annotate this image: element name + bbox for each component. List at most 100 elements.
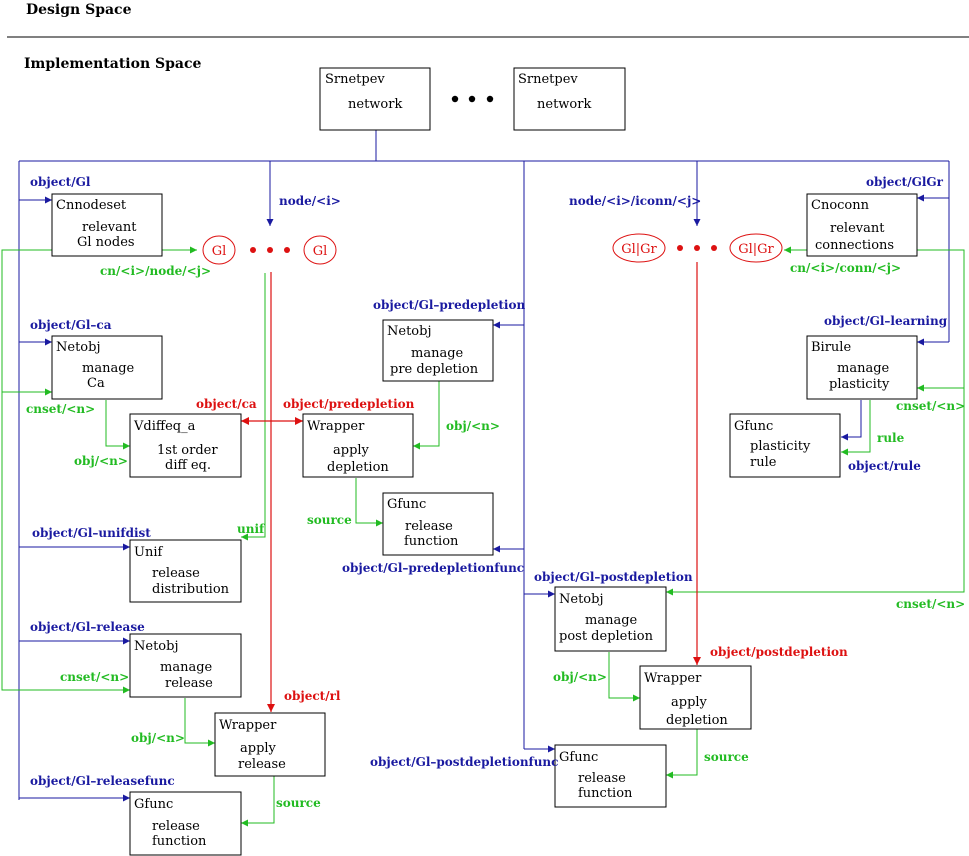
svg-text:release: release bbox=[238, 757, 286, 772]
node-gfunc-post-depletion: Gfunc release function bbox=[554, 744, 667, 808]
node-netobj-release: Netobj manage release bbox=[129, 633, 242, 698]
node-netobj-ca: Netobj manage Ca bbox=[51, 335, 163, 400]
label-cn-conn: cn/<i>/conn/<j> bbox=[790, 261, 901, 275]
label-node-iconn: node/<i>/iconn/<j> bbox=[569, 194, 701, 208]
svg-text:manage: manage bbox=[837, 361, 890, 376]
label-object-gl-unifdist: object/Gl–unifdist bbox=[32, 526, 151, 540]
label-cnset-1: cnset/<n> bbox=[26, 402, 95, 416]
glgr-ellipse-left: Gl|Gr bbox=[621, 242, 657, 257]
svg-text:rule: rule bbox=[750, 455, 777, 470]
svg-text:plasticity: plasticity bbox=[750, 439, 811, 454]
svg-text:Ca: Ca bbox=[87, 376, 105, 391]
label-object-gl-releasefunc: object/Gl–releasefunc bbox=[30, 774, 175, 788]
svg-text:Srnetpev: Srnetpev bbox=[518, 72, 578, 87]
label-unif: unif bbox=[237, 522, 265, 536]
label-object-rule: object/rule bbox=[848, 459, 921, 473]
green-connectors bbox=[1, 246, 965, 827]
label-object-glgr: object/GlGr bbox=[866, 175, 944, 189]
svg-text:Netobj: Netobj bbox=[56, 340, 100, 355]
label-object-ca: object/ca bbox=[196, 397, 257, 411]
label-object-gl-predepletion: object/Gl–predepletion bbox=[373, 298, 525, 312]
label-obj-n-3: obj/<n> bbox=[553, 670, 607, 684]
svg-text:manage: manage bbox=[585, 613, 638, 628]
blue-connectors bbox=[18, 130, 950, 802]
label-cnset-4: cnset/<n> bbox=[60, 670, 129, 684]
label-object-rl: object/rl bbox=[284, 689, 341, 703]
svg-text:1st order: 1st order bbox=[157, 443, 218, 458]
svg-text:depletion: depletion bbox=[666, 713, 728, 728]
node-srnetpev-1: Srnetpev network bbox=[319, 67, 431, 131]
label-node-i: node/<i> bbox=[279, 194, 341, 208]
svg-text:network: network bbox=[537, 97, 591, 112]
node-gfunc-plasticity-rule: Gfunc plasticity rule bbox=[729, 413, 841, 478]
node-srnetpev-2: Srnetpev network bbox=[513, 67, 626, 131]
node-unif: Unif release distribution bbox=[129, 539, 242, 603]
node-gfunc-release-1: Gfunc release function bbox=[382, 492, 494, 556]
node-wrapper-release: Wrapper apply release bbox=[214, 712, 326, 777]
svg-text:release: release bbox=[152, 566, 200, 581]
label-source-2: source bbox=[704, 750, 749, 764]
svg-text:manage: manage bbox=[160, 660, 213, 675]
glgr-connection-group: Gl|Gr Gl|Gr bbox=[612, 233, 783, 263]
svg-text:release: release bbox=[405, 519, 453, 534]
label-object-gl-release: object/Gl–release bbox=[30, 620, 145, 634]
svg-text:Gfunc: Gfunc bbox=[559, 750, 598, 765]
node-wrapper-depletion: Wrapper apply depletion bbox=[302, 413, 414, 478]
svg-text:pre depletion: pre depletion bbox=[390, 362, 479, 377]
svg-text:diff eq.: diff eq. bbox=[165, 458, 211, 473]
svg-text:release: release bbox=[152, 819, 200, 834]
svg-text:post depletion: post depletion bbox=[559, 629, 654, 644]
label-obj-n-4: obj/<n> bbox=[131, 731, 185, 745]
svg-text:Netobj: Netobj bbox=[387, 324, 431, 339]
svg-text:manage: manage bbox=[411, 346, 464, 361]
label-cn-node: cn/<i>/node/<j> bbox=[100, 264, 211, 278]
svg-text:Unif: Unif bbox=[134, 545, 163, 560]
svg-text:apply: apply bbox=[671, 695, 708, 710]
node-vdiffeq: Vdiffeq_a 1st order diff eq. bbox=[129, 413, 242, 478]
svg-text:Birule: Birule bbox=[811, 340, 851, 355]
node-netobj-pre-depletion: Netobj manage pre depletion bbox=[382, 319, 494, 382]
label-cnset-3: cnset/<n> bbox=[896, 597, 965, 611]
node-wrapper-post-depletion: Wrapper apply depletion bbox=[639, 665, 752, 730]
svg-text:Cnnodeset: Cnnodeset bbox=[56, 198, 127, 213]
label-object-predepletion: object/predepletion bbox=[283, 397, 415, 411]
node-netobj-post-depletion: Netobj manage post depletion bbox=[554, 586, 667, 652]
label-object-gl-predepletionfunc: object/Gl–predepletionfunc bbox=[342, 561, 524, 575]
edge-labels: object/Gl node/<i> node/<i>/iconn/<j> ob… bbox=[26, 175, 965, 810]
gl-node-group: Gl Gl bbox=[202, 235, 337, 265]
svg-text:Gfunc: Gfunc bbox=[734, 419, 773, 434]
node-gfunc-release-func: Gfunc release function bbox=[129, 791, 242, 856]
node-birule: Birule manage plasticity bbox=[806, 335, 918, 400]
label-rule: rule bbox=[877, 431, 905, 445]
svg-text:Wrapper: Wrapper bbox=[644, 671, 702, 686]
svg-text:function: function bbox=[578, 786, 633, 801]
svg-text:apply: apply bbox=[240, 741, 277, 756]
svg-text:relevant: relevant bbox=[830, 221, 885, 236]
svg-text:apply: apply bbox=[333, 443, 370, 458]
svg-text:function: function bbox=[404, 534, 459, 549]
node-cnnodeset: Cnnodeset relevant Gl nodes bbox=[51, 193, 163, 257]
label-obj-n-2: obj/<n> bbox=[74, 454, 128, 468]
label-source-3: source bbox=[276, 796, 321, 810]
design-space-heading: Design Space bbox=[26, 2, 132, 18]
svg-text:Srnetpev: Srnetpev bbox=[325, 72, 385, 87]
label-object-gl-postdepletionfunc: object/Gl–postdepletionfunc bbox=[370, 755, 558, 769]
svg-text:Gfunc: Gfunc bbox=[134, 797, 173, 812]
svg-text:Netobj: Netobj bbox=[134, 639, 178, 654]
node-cnoconn: Cnoconn relevant connections bbox=[806, 193, 918, 257]
implementation-space-heading: Implementation Space bbox=[24, 56, 201, 72]
svg-text:depletion: depletion bbox=[327, 460, 389, 475]
label-cnset-2: cnset/<n> bbox=[896, 399, 965, 413]
label-object-gl-postdepletion: object/Gl–postdepletion bbox=[534, 570, 693, 584]
svg-text:Gfunc: Gfunc bbox=[387, 497, 426, 512]
svg-text:network: network bbox=[348, 97, 402, 112]
svg-text:Netobj: Netobj bbox=[559, 592, 603, 607]
glgr-ellipse-right: Gl|Gr bbox=[738, 242, 774, 257]
svg-text:Vdiffeq_a: Vdiffeq_a bbox=[133, 419, 196, 434]
svg-text:Wrapper: Wrapper bbox=[219, 718, 277, 733]
svg-text:manage: manage bbox=[82, 361, 135, 376]
svg-text:Wrapper: Wrapper bbox=[307, 419, 365, 434]
gl-ellipse-left: Gl bbox=[212, 244, 227, 259]
gl-ellipse-right: Gl bbox=[313, 244, 328, 259]
